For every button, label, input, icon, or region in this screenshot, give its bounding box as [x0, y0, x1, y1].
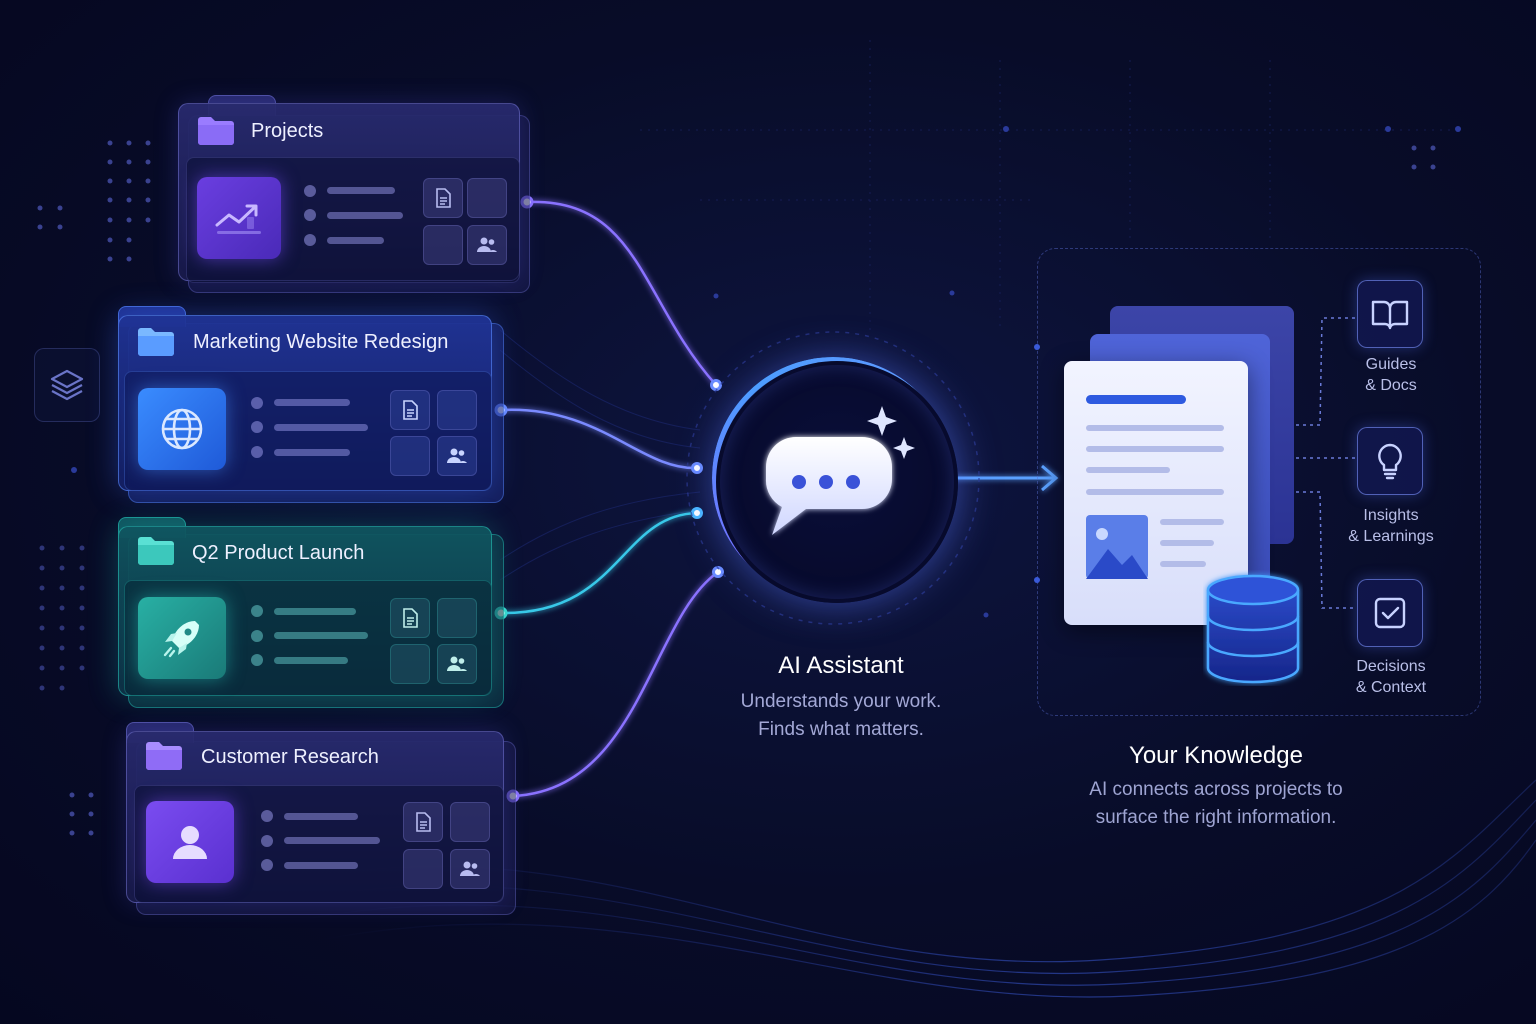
folder-card-marketing-website-redesign[interactable]: Marketing Website Redesign — [118, 306, 504, 503]
left-waves — [499, 329, 701, 581]
knowledge-subtitle-line-1: AI connects across projects to — [1089, 779, 1343, 800]
guides-docs-button[interactable] — [1357, 280, 1423, 348]
folder-card-projects[interactable]: Projects — [178, 95, 530, 293]
folder-icon — [198, 117, 234, 145]
folder-title: Q2 Product Launch — [192, 542, 365, 564]
team-icon — [450, 849, 490, 889]
guides-docs-label: Guides & Docs — [1326, 354, 1456, 396]
dot-matrix-right-top — [1411, 145, 1436, 170]
assistant-hub[interactable] — [716, 361, 958, 603]
category-label-line-2: & Learnings — [1348, 528, 1434, 545]
knowledge-document — [1064, 361, 1248, 625]
book-icon — [1371, 300, 1409, 330]
connectors — [500, 200, 1059, 798]
knowledge-panel — [1037, 248, 1481, 716]
lightbulb-icon — [1378, 443, 1402, 480]
folder-title: Marketing Website Redesign — [193, 331, 449, 353]
decisions-context-label: Decisions & Context — [1326, 656, 1456, 698]
document-icon — [403, 802, 443, 842]
category-connectors — [1296, 317, 1356, 609]
insights-learnings-button[interactable] — [1357, 427, 1423, 495]
folder-card-q2-product-launch[interactable]: Q2 Product Launch — [118, 517, 504, 708]
knowledge-subtitle: AI connects across projects to surface t… — [1046, 776, 1386, 832]
dot-matrix-left-top — [37, 140, 151, 262]
document-icon — [423, 178, 463, 218]
folder-icon — [138, 328, 174, 356]
insights-learnings-label: Insights & Learnings — [1326, 505, 1456, 547]
folder-title: Customer Research — [201, 746, 379, 768]
document-icon — [390, 390, 430, 430]
document-icon — [390, 598, 430, 638]
assistant-subtitle-line-1: Understands your work. — [740, 691, 942, 712]
assistant-subtitle-line-2: Finds what matters. — [758, 719, 924, 740]
connector-dots — [494, 195, 724, 803]
category-label-line-1: Insights — [1363, 507, 1419, 524]
grid-lines — [640, 40, 1460, 330]
team-icon — [437, 436, 477, 476]
folder-card-customer-research[interactable]: Customer Research — [126, 722, 516, 915]
category-label-line-1: Decisions — [1356, 658, 1426, 675]
hub-orbit — [686, 331, 980, 625]
checkbox-icon — [1374, 597, 1406, 629]
rocket-icon — [138, 597, 226, 679]
bottom-waves — [299, 779, 1536, 998]
folder-icon — [146, 742, 182, 770]
knowledge-subtitle-line-2: surface the right information. — [1095, 807, 1337, 828]
category-label-line-2: & Context — [1355, 679, 1427, 696]
dot-matrix-left-bottom — [69, 792, 94, 836]
layers-icon-box[interactable] — [34, 348, 100, 422]
user-icon — [146, 801, 234, 883]
dot-matrix-left-mid — [39, 545, 85, 691]
globe-icon — [138, 388, 226, 470]
grid-nodes — [71, 126, 1461, 618]
decisions-context-button[interactable] — [1357, 579, 1423, 647]
folder-icon — [138, 537, 174, 565]
layers-icon — [50, 369, 84, 401]
category-label-line-2: & Docs — [1365, 377, 1417, 394]
knowledge-title: Your Knowledge — [1129, 742, 1303, 769]
chat-bubble-sparkle-icon — [765, 406, 915, 535]
assistant-subtitle: Understands your work. Finds what matter… — [700, 688, 982, 744]
database-icon — [1206, 574, 1300, 684]
trend-chart-icon — [197, 177, 281, 259]
team-icon — [467, 225, 507, 265]
category-label-line-1: Guides — [1365, 356, 1417, 373]
knowledge-panel-nodes — [1034, 344, 1040, 583]
folder-title: Projects — [251, 120, 324, 142]
assistant-title: AI Assistant — [778, 652, 904, 679]
team-icon — [437, 644, 477, 684]
